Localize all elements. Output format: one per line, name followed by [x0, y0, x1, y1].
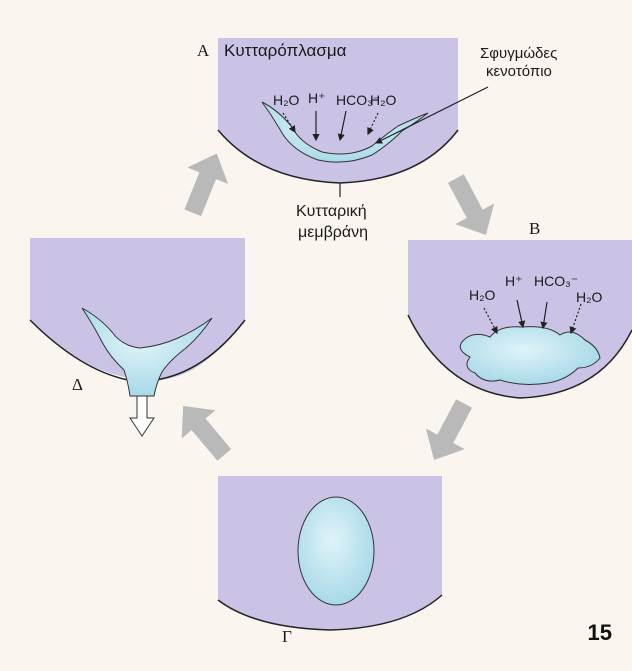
- cycle-arrow-icon: [172, 145, 237, 221]
- panel-d-letter: Δ: [72, 376, 83, 395]
- page-number: 15: [588, 620, 612, 646]
- ion-h2o-b-left: H₂O: [469, 288, 495, 303]
- panel-a: [218, 38, 488, 197]
- cycle-arrow-icon: [166, 392, 241, 469]
- expel-arrow-icon: [130, 396, 154, 436]
- cytoplasm-label: Κυτταρόπλασμα: [224, 42, 346, 61]
- membrane-label-line1: Κυτταρική: [296, 203, 367, 221]
- panel-d: [30, 238, 245, 436]
- ion-h2o-a-right: H₂O: [370, 93, 396, 108]
- panel-a-letter: Α: [197, 42, 209, 61]
- panel-b-letter: Β: [529, 220, 540, 239]
- ion-hco3-b: HCO₃⁻: [534, 274, 578, 289]
- membrane-label-line2: μεμβράνη: [298, 224, 368, 242]
- panel-b: [408, 240, 632, 398]
- ion-h-a: H⁺: [308, 91, 326, 106]
- vacuole-label-line2: κενοτόπιο: [486, 64, 552, 81]
- ion-h-b: H⁺: [505, 274, 523, 289]
- vacuole-label-line1: Σφυγμώδες: [480, 46, 557, 63]
- ion-h2o-b-right: H₂O: [576, 290, 602, 305]
- ion-h2o-a-left: H₂O: [273, 93, 299, 108]
- panel-g-letter: Γ: [282, 628, 292, 647]
- vacuole-g: [298, 497, 374, 605]
- panel-g: [218, 476, 442, 630]
- cycle-arrow-icon: [415, 393, 484, 470]
- cycle-arrow-icon: [436, 168, 505, 245]
